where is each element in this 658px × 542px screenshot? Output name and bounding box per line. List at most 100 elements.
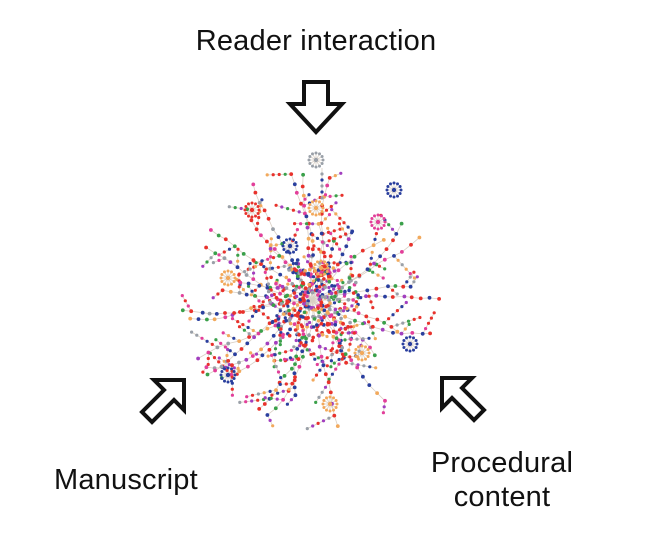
graph-edge (376, 285, 389, 290)
graph-node (380, 214, 383, 218)
graph-node (314, 199, 318, 203)
graph-node (325, 334, 329, 339)
graph-node (180, 308, 185, 313)
graph-node (311, 152, 314, 156)
graph-node (304, 214, 309, 219)
graph-node (352, 331, 356, 335)
graph-node (195, 333, 199, 337)
graph-node (374, 293, 379, 298)
graph-node (361, 374, 365, 379)
graph-node (311, 275, 316, 279)
graph-node (295, 244, 299, 248)
graph-node (351, 298, 356, 302)
graph-node (282, 241, 286, 244)
graph-node (244, 212, 248, 215)
graph-node (386, 192, 390, 195)
graph-node (316, 272, 319, 276)
graph-node (381, 238, 386, 242)
graph-node (401, 321, 405, 325)
graph-node (294, 190, 299, 195)
graph-node (241, 310, 245, 314)
graph-node (308, 210, 312, 213)
graph-node (274, 364, 278, 369)
graph-node (328, 409, 332, 413)
graph-node (212, 317, 217, 322)
graph-node (249, 306, 254, 310)
graph-node (308, 155, 312, 158)
graph-node (291, 261, 295, 266)
graph-node (412, 270, 416, 274)
graph-node (385, 188, 389, 192)
graph-node (260, 259, 264, 263)
graph-node (370, 250, 374, 254)
graph-node (236, 247, 240, 251)
graph-node (318, 200, 321, 204)
graph-node (246, 325, 250, 330)
graph-node (335, 424, 340, 428)
graph-edge (355, 290, 368, 293)
graph-node (311, 424, 315, 428)
graph-node (346, 237, 351, 242)
graph-node (237, 339, 242, 343)
graph-node (297, 285, 301, 290)
graph-node (367, 294, 371, 298)
graph-node (328, 194, 332, 198)
graph-node (383, 294, 387, 299)
graph-node (314, 373, 319, 377)
graph-node (306, 260, 310, 264)
graph-node (220, 273, 224, 276)
graph-node (308, 320, 312, 325)
graph-node (323, 272, 326, 276)
graph-node (300, 336, 305, 340)
graph-node (415, 342, 419, 346)
graph-node (375, 317, 380, 322)
graph-node (237, 272, 241, 276)
graph-node (257, 407, 262, 411)
graph-node (306, 273, 311, 277)
graph-node (298, 344, 302, 348)
graph-node (337, 344, 342, 348)
graph-node (350, 304, 354, 308)
procedural-content-label-line2: content (453, 481, 551, 513)
graph-node (318, 152, 321, 156)
graph-node (287, 387, 291, 391)
graph-node (409, 295, 414, 300)
graph-node (257, 283, 262, 288)
graph-node (265, 341, 270, 346)
graph-node (396, 194, 399, 198)
graph-node (321, 158, 325, 162)
graph-node (289, 398, 293, 402)
graph-node (392, 181, 396, 185)
graph-node (308, 162, 312, 165)
graph-node (286, 299, 290, 304)
graph-node (316, 421, 320, 425)
graph-node (407, 341, 413, 347)
graph-node (259, 204, 263, 208)
graph-node (223, 282, 226, 286)
graph-node (412, 348, 415, 352)
graph-node (327, 298, 331, 302)
graph-node (247, 319, 251, 323)
graph-node (314, 400, 318, 404)
graph-node (279, 302, 284, 306)
graph-node (301, 332, 306, 337)
graph-node (368, 262, 372, 266)
graph-node (316, 319, 321, 323)
graph-node (333, 174, 337, 178)
graph-node (310, 282, 315, 286)
graph-node (282, 248, 286, 251)
graph-node (326, 266, 330, 270)
graph-node (305, 427, 309, 431)
graph-node (334, 291, 338, 295)
graph-node (396, 258, 400, 262)
graph-node (306, 246, 311, 251)
graph-edge (395, 223, 402, 235)
graph-node (325, 408, 328, 412)
graph-node (270, 320, 275, 325)
graph-node (391, 330, 395, 335)
graph-node (305, 322, 309, 327)
graph-node (307, 193, 311, 197)
graph-node (317, 297, 322, 302)
graph-node (273, 323, 278, 328)
